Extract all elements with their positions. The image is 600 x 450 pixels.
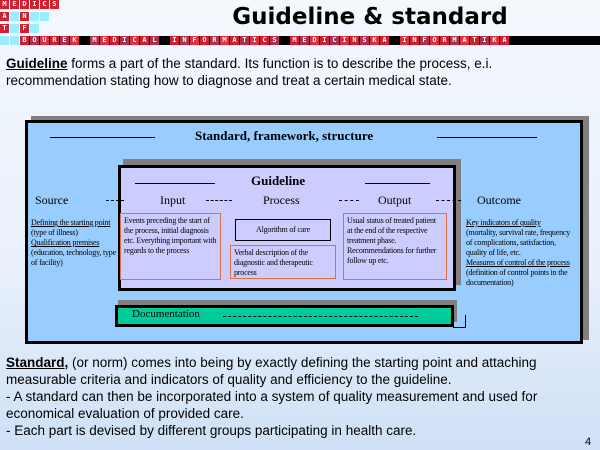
banner-letter: L xyxy=(150,36,159,45)
banner-letter: R xyxy=(50,36,59,45)
arrow-dashed xyxy=(436,200,461,201)
banner-letter: N xyxy=(180,36,189,45)
banner-letter: B xyxy=(20,36,29,45)
banner-letter xyxy=(390,36,399,45)
banner-letter: A xyxy=(380,36,389,45)
banner-letter: A xyxy=(140,36,149,45)
source-line2: (type of illness) xyxy=(31,228,78,237)
page-title: Guideline & standard xyxy=(232,4,508,30)
banner-letter xyxy=(80,36,89,45)
arrow-left xyxy=(50,137,155,138)
banner-letter: A xyxy=(230,36,239,45)
output-box: Usual status of treated patient at the e… xyxy=(343,213,447,280)
banner-letter: S xyxy=(270,36,279,45)
banner-letter: A xyxy=(500,36,509,45)
arrow-dashed xyxy=(106,200,124,201)
banner-letter: I xyxy=(250,36,259,45)
intro-text: Guideline forms a part of the standard. … xyxy=(6,55,596,89)
arrow-dashed xyxy=(206,200,232,201)
banner-letter: R xyxy=(210,36,219,45)
bottom-term: Standard, xyxy=(6,355,69,370)
stage-outcome: Outcome xyxy=(477,193,521,207)
bottom-line3: - Each part is devised by different grou… xyxy=(6,423,417,438)
outcome-line2: (mortality, survival rate, frequency of … xyxy=(466,228,571,257)
bottom-line2: - A standard can then be incorporated in… xyxy=(6,389,538,421)
banner-letter: E xyxy=(100,36,109,45)
banner-letter: F xyxy=(190,36,199,45)
outcome-line1: Key indicators of quality xyxy=(466,218,541,227)
stage-output: Output xyxy=(378,193,412,207)
standard-label: Standard, framework, structure xyxy=(195,128,374,143)
guideline-label: Guideline xyxy=(251,173,306,188)
banner-letter: O xyxy=(30,36,39,45)
banner-letter: N xyxy=(350,36,359,45)
banner-letter: M xyxy=(220,36,229,45)
banner-letter: T xyxy=(470,36,479,45)
banner-letter: S xyxy=(360,36,369,45)
banner-letter: I xyxy=(480,36,489,45)
banner-letter: I xyxy=(320,36,329,45)
banner-letter: O xyxy=(430,36,439,45)
banner-letter: K xyxy=(370,36,379,45)
source-line4: (education, technology, type of facility… xyxy=(31,248,116,267)
banner-letter: F xyxy=(420,36,429,45)
banner-letter: M xyxy=(90,36,99,45)
banner-letter: K xyxy=(70,36,79,45)
banner-letter: I xyxy=(400,36,409,45)
banner-letter: K xyxy=(490,36,499,45)
banner-letter: U xyxy=(40,36,49,45)
banner-letter: C xyxy=(260,36,269,45)
banner-letter: T xyxy=(240,36,249,45)
banner-letter: I xyxy=(340,36,349,45)
arrow-dashed xyxy=(223,316,418,317)
banner-letter: D xyxy=(110,36,119,45)
stage-process: Process xyxy=(263,193,300,207)
return-arrow xyxy=(465,315,466,328)
banner-letter: N xyxy=(410,36,419,45)
source-line1: Defining the starting point xyxy=(31,218,111,227)
banner-letter xyxy=(160,36,169,45)
intro-body: forms a part of the standard. Its functi… xyxy=(6,56,493,88)
outcome-line3: Measures of control of the process xyxy=(466,258,570,267)
return-arrow xyxy=(453,327,466,328)
page-number: 4 xyxy=(585,436,592,448)
stage-input: Input xyxy=(160,193,186,207)
arrow-right xyxy=(437,137,537,138)
banner-letter: C xyxy=(130,36,139,45)
banner-letter xyxy=(280,36,289,45)
algorithm-box: Algorithm of care xyxy=(235,219,331,241)
banner-letter: E xyxy=(60,36,69,45)
banner-letter: O xyxy=(200,36,209,45)
bottom-body: (or norm) comes into being by exactly de… xyxy=(6,355,537,387)
outcome-text: Key indicators of quality (mortality, su… xyxy=(466,218,578,288)
bottom-text: Standard, (or norm) comes into being by … xyxy=(6,354,596,439)
arrow-dashed xyxy=(339,200,359,201)
banner-letter: D xyxy=(310,36,319,45)
banner-letter: C xyxy=(330,36,339,45)
intro-term: Guideline xyxy=(6,56,68,71)
banner-letter: I xyxy=(170,36,179,45)
verbal-description-box: Verbal description of the diagnostic and… xyxy=(230,245,336,279)
stage-source: Source xyxy=(35,193,69,207)
banner-letter: A xyxy=(460,36,469,45)
guideline-arrow-left xyxy=(135,183,215,184)
medics-logo: M E D I C S A N T F xyxy=(0,0,60,45)
banner-letter: M xyxy=(450,36,459,45)
source-line3: Qualification premises xyxy=(31,238,100,247)
banner-letter: M xyxy=(290,36,299,45)
banner-letter: I xyxy=(120,36,129,45)
banner-letter: R xyxy=(440,36,449,45)
outcome-line4: (definition of control points in the doc… xyxy=(466,268,568,287)
input-box: Events preceding the start of the proces… xyxy=(120,213,221,280)
guideline-arrow-right xyxy=(365,183,430,184)
banner-letter: E xyxy=(300,36,309,45)
source-text: Defining the starting point (type of ill… xyxy=(31,218,119,268)
documentation-bar: Documentation xyxy=(115,305,454,327)
documentation-label: Documentation xyxy=(132,308,200,320)
